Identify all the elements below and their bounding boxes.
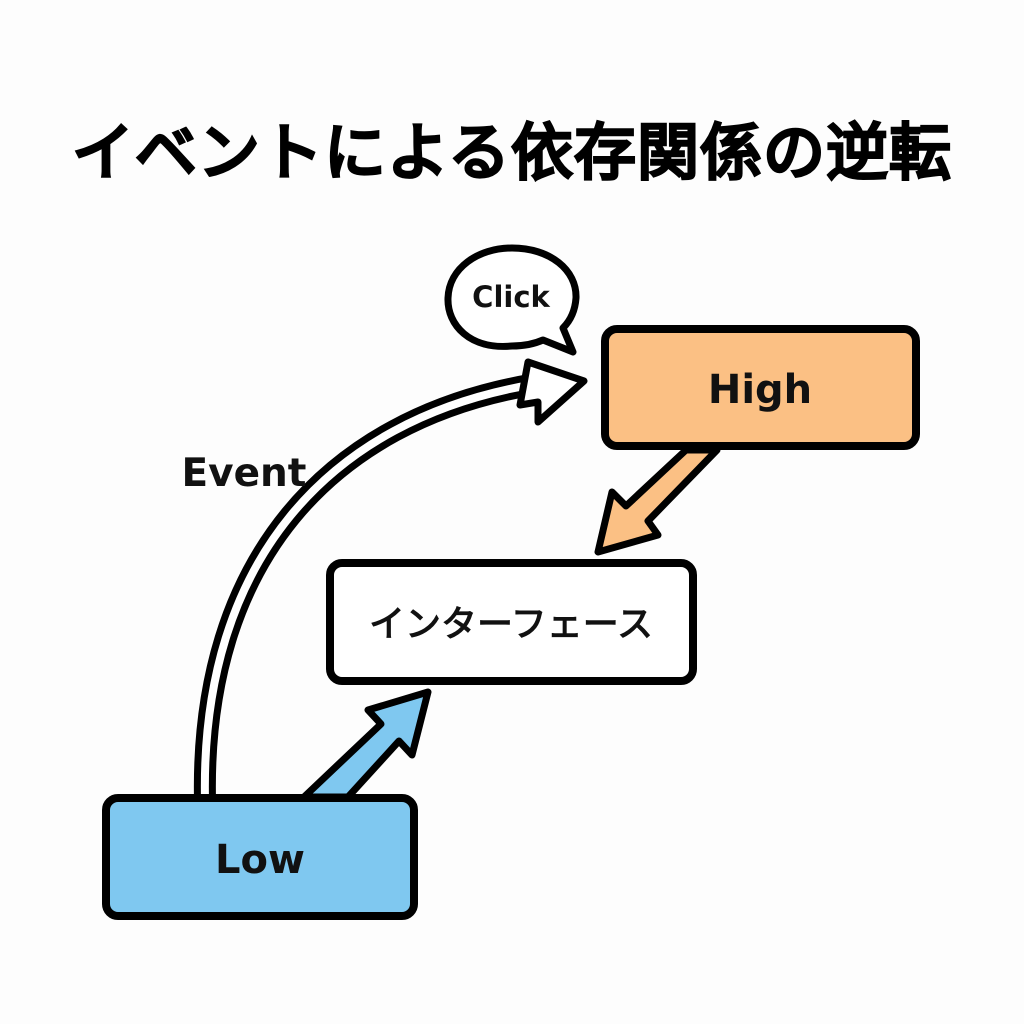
diagram-title: イベントによる依存関係の逆転	[71, 115, 953, 190]
interface-node-label: インターフェース	[369, 604, 653, 645]
high-to-interface-arrow	[594, 446, 721, 556]
event-label: Event	[182, 451, 307, 496]
low-to-interface-arrow-shape	[300, 688, 432, 801]
speech-bubble-shape	[444, 244, 580, 356]
high-node: High	[601, 325, 920, 450]
low-node: Low	[102, 794, 418, 920]
interface-node: インターフェース	[326, 559, 697, 685]
interface-node-box	[326, 559, 697, 685]
high-node-label: High	[708, 367, 812, 413]
high-node-box	[601, 325, 920, 450]
low-to-interface-arrow	[300, 688, 432, 801]
event-arrow-shaft-inner	[200, 381, 531, 801]
callout-label: Click	[472, 280, 550, 314]
event-arrow-head	[516, 358, 588, 426]
click-speech-bubble: Click	[444, 244, 580, 356]
high-to-interface-arrow-shape	[594, 446, 721, 556]
low-node-label: Low	[215, 837, 305, 883]
low-node-box	[102, 794, 418, 920]
event-arrow	[193, 358, 588, 801]
